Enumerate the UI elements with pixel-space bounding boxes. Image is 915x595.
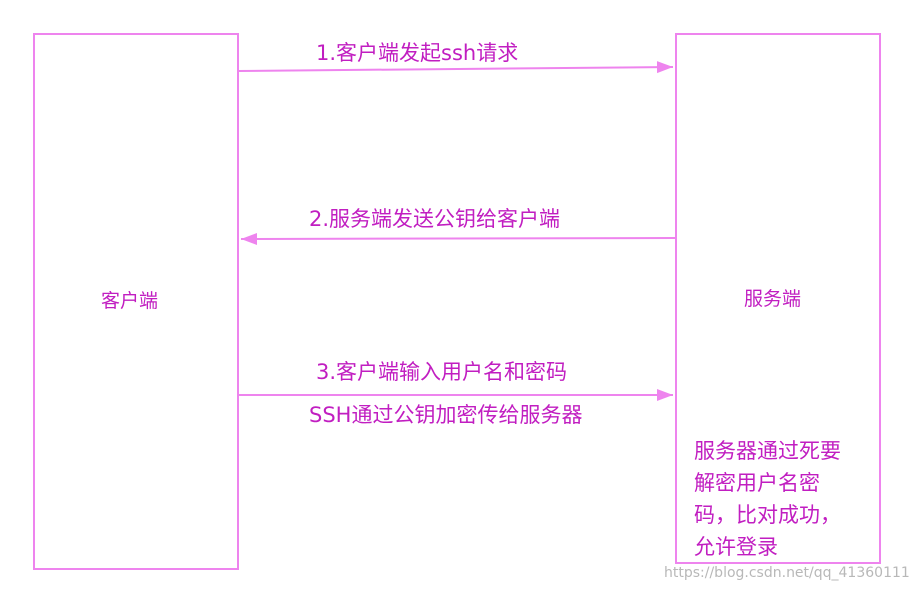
- client-box: [33, 33, 239, 570]
- arrow-step1: [238, 61, 674, 74]
- server-note-line3: 码，比对成功，: [694, 503, 841, 527]
- server-note: 服务器通过死要 解密用户名密 码，比对成功， 允许登录: [694, 435, 874, 563]
- message-step3-line1: 3.客户端输入用户名和密码: [316, 360, 568, 384]
- server-note-line1: 服务器通过死要: [694, 439, 841, 463]
- server-note-line4: 允许登录: [694, 535, 778, 559]
- message-step2: 2.服务端发送公钥给客户端: [309, 207, 561, 231]
- server-note-line2: 解密用户名密: [694, 471, 820, 495]
- server-box: [675, 33, 881, 564]
- watermark: https://blog.csdn.net/qq_41360111: [664, 565, 910, 581]
- arrow-step2: [240, 232, 676, 245]
- message-step1: 1.客户端发起ssh请求: [316, 41, 519, 65]
- message-step3-line2: SSH通过公钥加密传给服务器: [309, 403, 583, 427]
- server-label: 服务端: [744, 288, 802, 310]
- client-label: 客户端: [101, 290, 159, 312]
